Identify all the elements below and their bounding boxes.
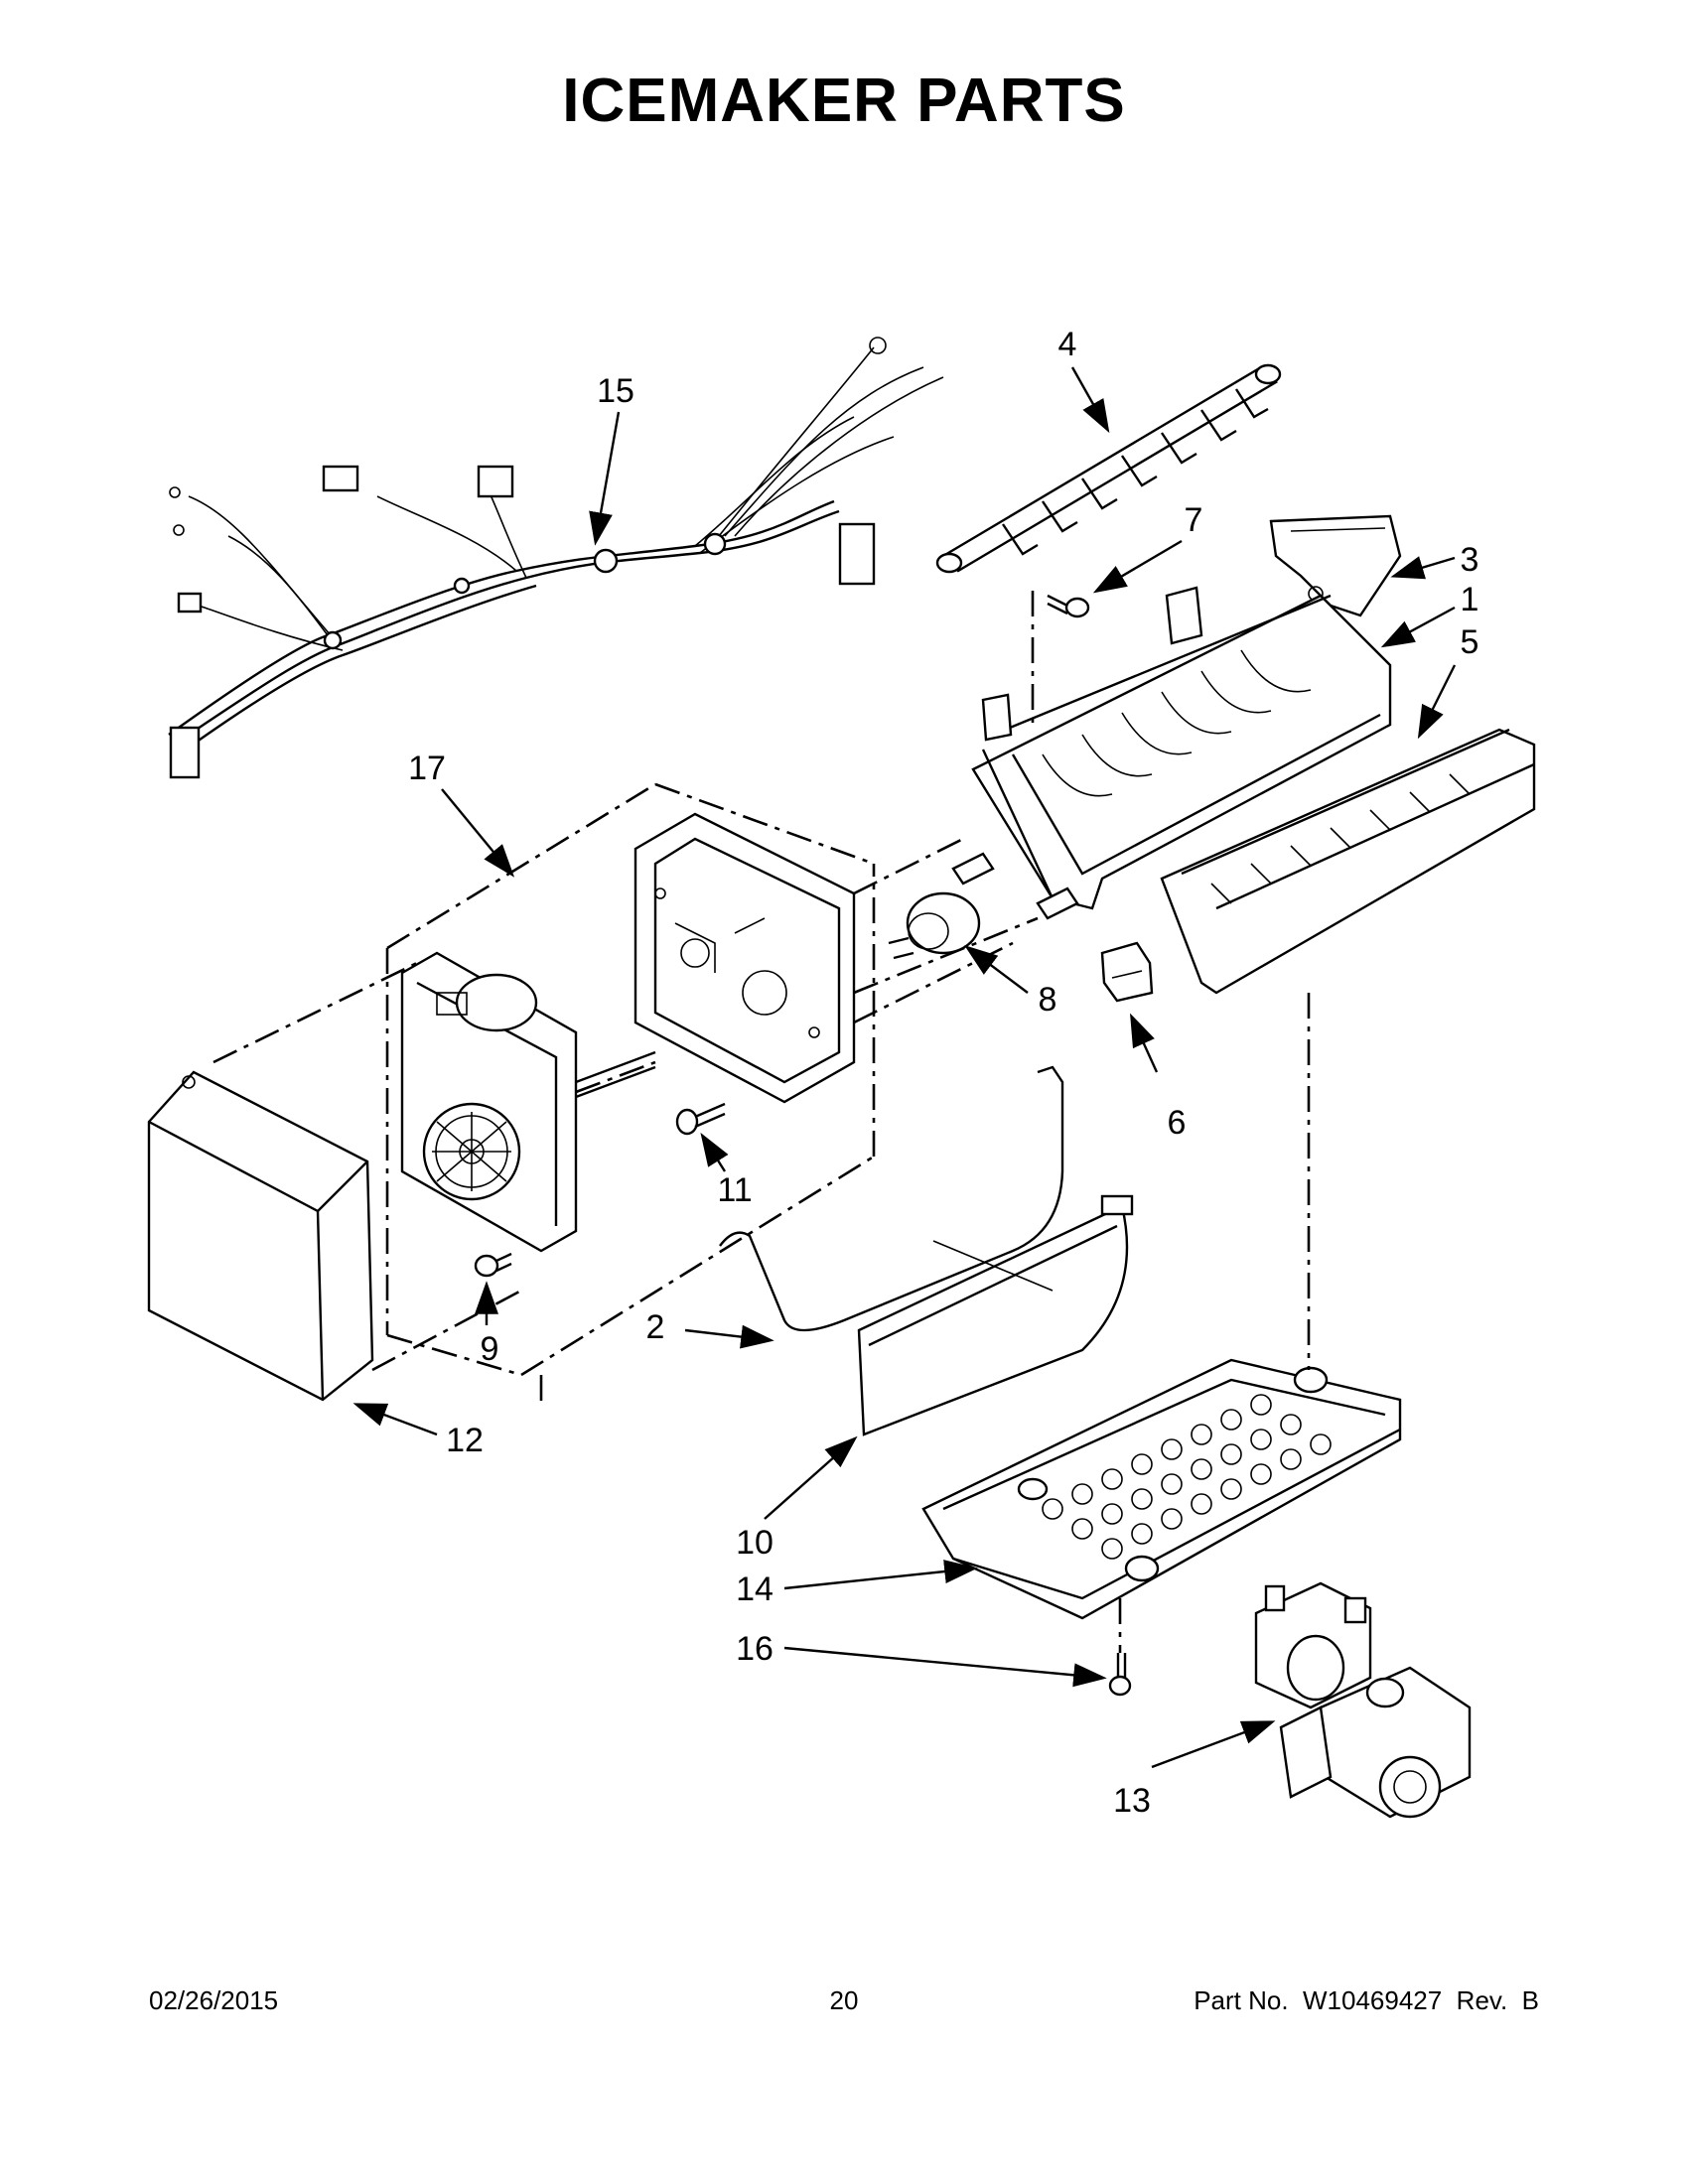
callout-labels: 15 4 7 3 1 5 17 8 6 11 9 2 12 10 14 16 1…: [408, 326, 1478, 1820]
alignment-lines: [212, 591, 1311, 1653]
callout-12: 12: [446, 1422, 484, 1459]
callout-10: 10: [736, 1524, 774, 1562]
page-title: ICEMAKER PARTS: [562, 67, 1126, 135]
callout-3: 3: [1461, 541, 1479, 579]
bail-10: [857, 1194, 1134, 1436]
ejector-4: [935, 363, 1282, 574]
cover-3: [1269, 514, 1402, 617]
wire-harness-15: [168, 337, 944, 779]
callout-11: 11: [717, 1171, 752, 1209]
callout-17: 17: [408, 750, 446, 787]
callout-8: 8: [1039, 981, 1057, 1019]
callout-15: 15: [597, 372, 634, 410]
screw-16: [1108, 1653, 1132, 1697]
callout-14: 14: [736, 1570, 774, 1608]
callout-13: 13: [1113, 1782, 1151, 1820]
callout-2: 2: [646, 1308, 665, 1346]
footer-page-number: 20: [829, 1985, 859, 2015]
screw-9: [474, 1252, 512, 1278]
module-cover-12: [147, 1070, 374, 1402]
screw-11: [675, 1102, 726, 1136]
footer-part-number: Part No. W10469427 Rev. B: [1194, 1985, 1539, 2015]
screw-7: [1047, 594, 1090, 618]
callout-7: 7: [1185, 501, 1203, 539]
clip-6: [1100, 941, 1154, 1003]
leader-arrows: [352, 366, 1457, 1769]
stripper-5: [1160, 728, 1536, 995]
callout-16: 16: [736, 1630, 774, 1668]
motor-plate: [400, 951, 656, 1253]
callout-5: 5: [1461, 623, 1479, 661]
callout-4: 4: [1058, 326, 1077, 363]
footer-date: 02/26/2015: [149, 1985, 279, 2015]
callout-6: 6: [1168, 1104, 1187, 1142]
shutoff-arm-2: [719, 1065, 1064, 1332]
thermostat-8: [888, 852, 1079, 960]
module-housing-17: [633, 812, 856, 1104]
water-valve-13: [1254, 1581, 1472, 1819]
callout-1: 1: [1461, 581, 1479, 618]
bracket-14: [921, 1358, 1402, 1620]
callout-9: 9: [481, 1330, 499, 1368]
